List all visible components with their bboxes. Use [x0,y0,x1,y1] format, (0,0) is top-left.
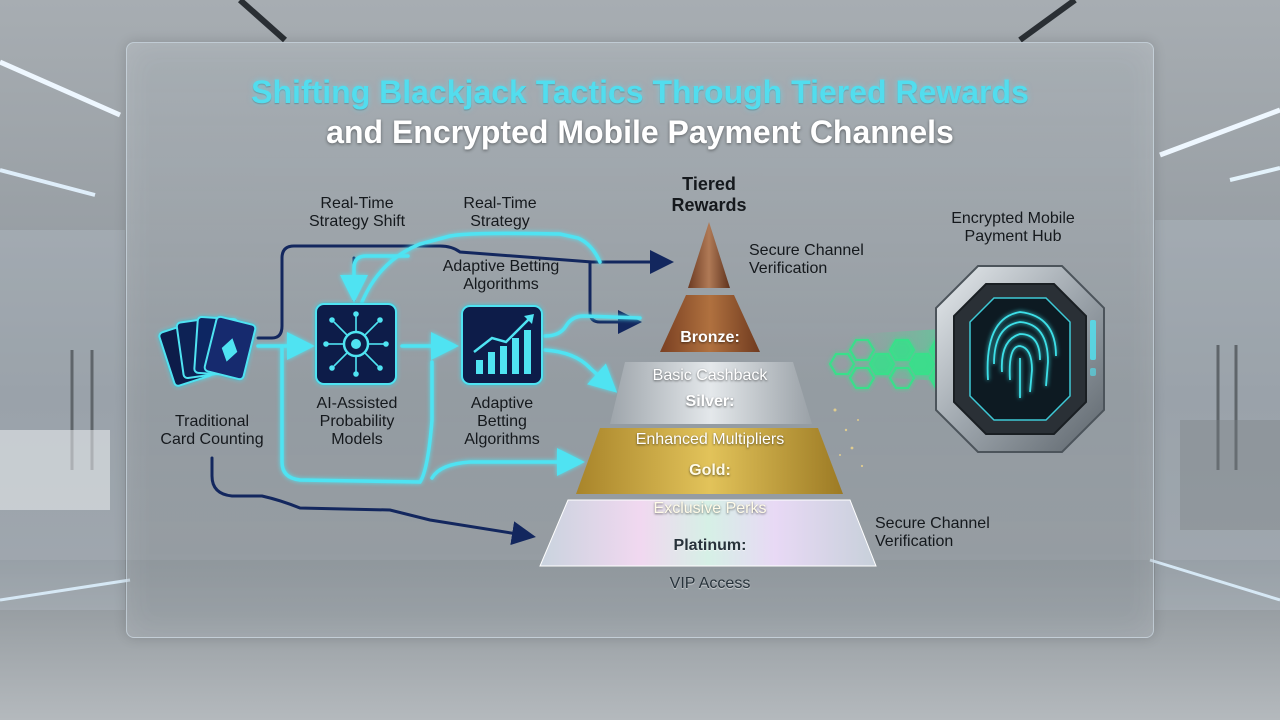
connector-strategy-to-bronze [588,260,642,334]
growth-chart-icon [461,305,543,385]
label-adaptive-top: Adaptive Betting Algorithms [442,258,560,293]
tier-gold-benefit: Exclusive Perks [653,500,767,517]
connector-shift-loop [340,254,410,303]
pyramid-title: Tiered Rewards [671,174,747,215]
cyan-connectors [256,231,642,484]
tier-platinum-benefit: VIP Access [669,575,751,592]
connector-ai-to-top [360,231,602,304]
tier-gold [576,428,843,494]
label-traditional-counting: Traditional Card Counting [160,413,264,448]
tier-silver [610,362,812,424]
tier-platinum-name: Platinum: [673,537,747,554]
tier-platinum [539,499,877,567]
label-secure-top: Secure Channel Verification [749,242,864,277]
tier-bronze-benefit: Basic Cashback [652,367,768,384]
tier-bronze-label: Bronze: Basic Cashback [653,309,768,385]
connector-chart-to-bronze [543,314,642,338]
label-ai-models: AI-Assisted Probability Models [316,395,398,448]
tier-silver-label: Silver: Enhanced Multipliers [636,373,785,449]
connector-cards-to-shift [256,244,674,340]
connector-low-to-gold [430,448,585,480]
tier-bronze [660,295,760,352]
ai-circuit-icon [315,303,397,385]
tier-bronze-name: Bronze: [680,329,740,346]
tier-gold-label: Gold: Exclusive Perks [654,442,767,518]
pyramid-tip [688,222,730,288]
label-payment-hub: Encrypted Mobile Payment Hub [951,210,1075,245]
tier-platinum-label: Platinum: VIP Access [670,517,751,593]
title-line-2: and Encrypted Mobile Payment Channels [326,114,954,150]
connector-cards-to-gold [280,344,434,484]
gold-sparkles [833,408,864,468]
title-line-1: Shifting Blackjack Tactics Through Tiere… [251,74,1029,110]
connector-chart-to-silver [543,348,618,393]
tier-silver-benefit: Enhanced Multipliers [635,431,785,448]
playing-cards-icon [158,315,257,387]
label-secure-bottom: Secure Channel Verification [875,515,990,550]
fingerprint-vault-icon [935,265,1105,453]
connector-counting-to-platinum [210,456,536,546]
label-realtime-strategy: Real-Time Strategy [463,195,537,230]
tier-gold-name: Gold: [689,462,731,479]
tier-silver-name: Silver: [685,393,735,410]
fingerprint-icon [986,311,1057,398]
rewards-pyramid [539,222,877,567]
label-realtime-shift: Real-Time Strategy Shift [308,195,406,230]
label-adaptive-betting: Adaptive Betting Algorithms [464,395,540,448]
